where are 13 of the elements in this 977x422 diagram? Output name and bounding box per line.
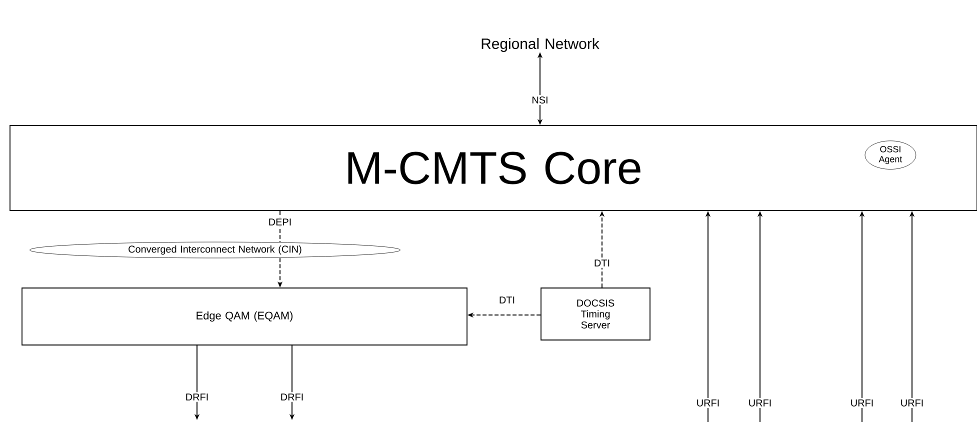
process-box: Edge QAM (EQAM): [22, 288, 468, 346]
edge-label: DRFI: [184, 392, 210, 402]
edge-label: URFI: [898, 398, 926, 408]
node-text: Regional Network: [482, 38, 600, 52]
edge-label: DRFI: [278, 392, 306, 402]
edge-label: DEPI: [266, 217, 294, 227]
edge-label: NSI: [530, 94, 550, 106]
edge-label: DTI: [592, 258, 612, 268]
edge-label: URFI: [848, 398, 876, 408]
edge-label: URFI: [746, 398, 774, 408]
process-box: DOCSIS Timing Server: [540, 288, 650, 340]
edge-label: DTI: [497, 295, 517, 305]
edge-label: URFI: [694, 398, 722, 408]
